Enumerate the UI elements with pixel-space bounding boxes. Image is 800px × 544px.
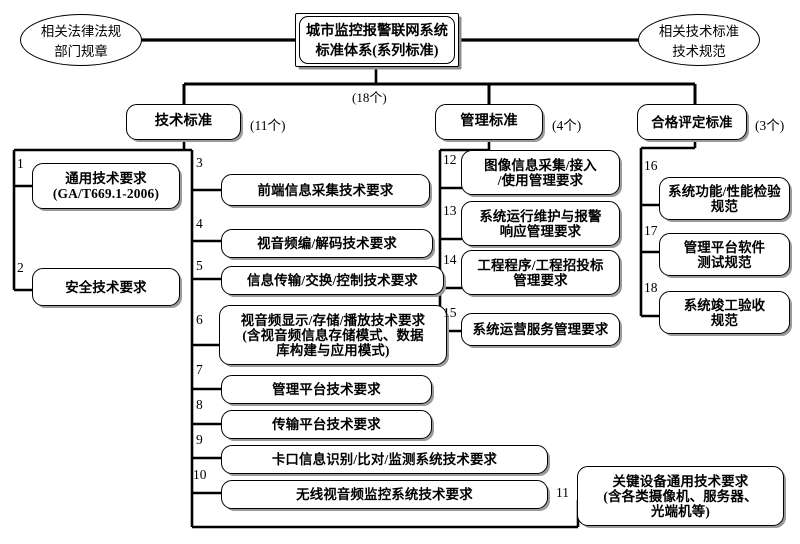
item-17-line-1: 管理平台软件 [683,239,766,255]
item-number-15: 15 [443,305,457,320]
item-1-line-1: 通用技术要求 [65,171,147,186]
item-number-4: 4 [196,216,203,231]
item-16-line-1: 系统功能/性能检验 [668,183,781,199]
item-4-line-1: 视音频编/解码技术要求 [257,236,397,251]
item-18-line-2: 规范 [710,312,739,328]
item-10-line-1: 无线视音频监控系统技术要求 [296,487,473,502]
item-17-line-2: 测试规范 [697,254,752,270]
item-number-16: 16 [644,158,658,173]
category-count-conformity: (3个) [755,118,785,133]
item-number-13: 13 [443,203,457,218]
item-14-line-1: 工程程序/工程招投标 [477,257,604,273]
item-box-4[interactable]: 视音频编/解码技术要求 [221,229,433,258]
left-ellipse-line1: 相关法律法规 [40,24,122,39]
item-number-11: 11 [556,485,569,500]
item-12-line-1: 图像信息采集/接入 [484,157,597,173]
item-12-line-2: /使用管理要求 [497,172,584,188]
item-box-18[interactable]: 系统竣工验收 规范 [659,291,790,334]
item-8-line-1: 传输平台技术要求 [272,417,381,432]
item-number-2: 2 [17,260,24,275]
root-node: 城市监控报警联网系统 标准体系(系列标准) [295,13,459,67]
item-6-line-3: 库构建与应用模式) [276,342,390,358]
item-18-line-1: 系统竣工验收 [683,297,766,313]
category-label-management: 管理标准 [460,113,518,130]
item-box-1[interactable]: 通用技术要求 (GA/T669.1-2006) [32,163,180,209]
item-16-line-2: 规范 [710,198,739,214]
item-box-12[interactable]: 图像信息采集/接入 /使用管理要求 [461,150,620,195]
item-box-9[interactable]: 卡口信息识别/比对/监测系统技术要求 [221,445,548,474]
item-11-line-1: 关键设备通用技术要求 [612,473,749,489]
item-box-3[interactable]: 前端信息采集技术要求 [221,174,430,206]
item-box-14[interactable]: 工程程序/工程招投标 管理要求 [461,250,620,295]
left-ellipse-line2: 部门规章 [54,44,108,59]
item-1-line-2: (GA/T669.1-2006) [52,186,160,201]
category-count-technical: (11个) [250,118,286,133]
item-7-line-1: 管理平台技术要求 [272,382,381,397]
category-label-technical: 技术标准 [154,113,213,130]
left-ellipse-laws: 相关法律法规 部门规章 [20,14,142,66]
item-3-line-1: 前端信息采集技术要求 [257,182,394,198]
item-box-8[interactable]: 传输平台技术要求 [221,410,432,439]
item-number-10: 10 [193,467,207,482]
item-box-6[interactable]: 视音频显示/存储/播放技术要求 (含视音频信息存储模式、数据 库构建与应用模式) [219,305,447,365]
right-ellipse-line1: 相关技术标准 [658,24,740,39]
item-9-line-1: 卡口信息识别/比对/监测系统技术要求 [271,452,498,467]
item-box-2[interactable]: 安全技术要求 [32,268,180,306]
item-box-11[interactable]: 关键设备通用技术要求 (含各类摄像机、服务器、 光端机等) [577,466,784,526]
item-number-7: 7 [196,362,203,377]
category-box-conformity[interactable]: 合格评定标准 [637,104,747,140]
item-15-line-1: 系统运营服务管理要求 [472,322,609,337]
item-11-line-2: (含各类摄像机、服务器、 [603,488,758,504]
item-number-12: 12 [443,152,457,167]
item-box-16[interactable]: 系统功能/性能检验 规范 [659,177,790,220]
item-box-15[interactable]: 系统运营服务管理要求 [461,313,620,346]
item-2-line-1: 安全技术要求 [65,279,147,295]
category-label-conformity: 合格评定标准 [651,114,733,130]
root-node-inner: 城市监控报警联网系统 标准体系(系列标准) [299,16,455,64]
root-count-label: (18个) [352,90,387,105]
item-number-17: 17 [644,223,658,238]
category-count-management: (4个) [552,118,582,133]
item-number-18: 18 [644,280,658,295]
item-number-5: 5 [196,258,203,273]
item-6-line-2: (含视音频信息存储模式、数据 [242,327,424,343]
item-13-line-2: 响应管理要求 [499,223,582,239]
item-box-13[interactable]: 系统运行维护与报警 响应管理要求 [461,201,620,246]
right-ellipse-line2: 技术规范 [672,44,726,59]
item-box-5[interactable]: 信息传输/交换/控制技术要求 [221,266,444,295]
item-13-line-1: 系统运行维护与报警 [479,208,602,224]
item-number-9: 9 [196,432,203,447]
root-title-line2: 标准体系(系列标准) [315,43,439,59]
root-title-line1: 城市监控报警联网系统 [306,23,448,39]
category-box-technical[interactable]: 技术标准 [126,104,241,140]
category-box-management[interactable]: 管理标准 [435,104,543,140]
item-number-3: 3 [196,155,203,170]
item-box-7[interactable]: 管理平台技术要求 [221,375,432,404]
item-5-line-1: 信息传输/交换/控制技术要求 [247,273,418,288]
right-ellipse-tech-standards: 相关技术标准 技术规范 [638,14,760,66]
item-number-8: 8 [196,397,203,412]
item-11-line-3: 光端机等) [650,503,711,519]
item-6-line-1: 视音频显示/存储/播放技术要求 [240,312,426,328]
item-box-10[interactable]: 无线视音频监控系统技术要求 [221,480,548,509]
item-number-14: 14 [443,252,457,267]
item-14-line-2: 管理要求 [513,272,568,288]
item-box-17[interactable]: 管理平台软件 测试规范 [659,233,790,276]
item-number-1: 1 [17,156,24,171]
item-number-6: 6 [196,312,203,327]
